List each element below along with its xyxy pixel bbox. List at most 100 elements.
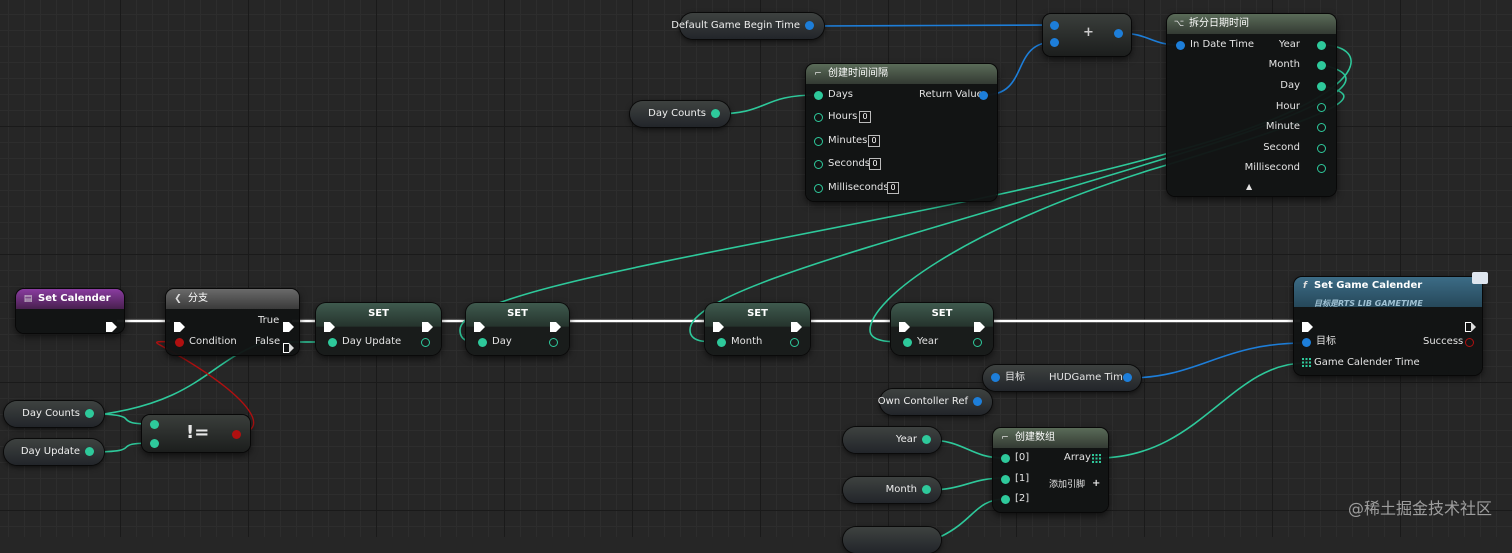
array-in-2-pin[interactable] [1001,495,1010,504]
hud-output-label: HUDGame Time [1049,372,1129,383]
make-timespan-node[interactable]: ⌐ 创建时间间隔 Days Return Value Hours 0 Minut… [806,64,997,201]
set-game-calender-node[interactable]: f Set Game Calender 目标是RTS LIB GAMETIME … [1294,277,1482,375]
month-in-pin[interactable] [717,338,726,347]
minutes-label: Minutes [828,135,868,146]
add-pin-label[interactable]: 添加引脚 [1049,480,1086,490]
in-date-time-pin[interactable] [1176,41,1185,50]
year-out-label: Year [1278,39,1300,50]
default-game-begin-time-pin[interactable] [805,21,814,30]
day-in-pin[interactable] [478,338,487,347]
array-in-0-pin[interactable] [1001,454,1010,463]
make-array-header: ⌐ 创建数组 [993,428,1108,448]
function-f-icon: f [1303,281,1307,291]
year-out-pin[interactable] [973,338,982,347]
month-label: Month [731,336,763,347]
day-update-output-pin[interactable] [85,447,94,456]
seconds-pin[interactable] [814,160,823,169]
sgc-success-label: Success [1423,336,1464,347]
year-out-pin[interactable] [1317,41,1326,50]
branch-title: 分支 [188,293,208,304]
set-title: SET [747,308,768,319]
set-calender-event-node[interactable]: ▤ Set Calender [16,289,124,333]
year-var-pin[interactable] [922,435,931,444]
function-icon: ⌥ [1173,19,1185,29]
day-out-pin[interactable] [549,338,558,347]
year-label: Year [917,336,939,347]
seconds-default[interactable]: 0 [869,158,881,170]
default-game-begin-time-node[interactable]: Default Game Begin Time [671,13,824,39]
milliseconds-default[interactable]: 0 [887,182,899,194]
month-out-pin[interactable] [790,338,799,347]
sgc-target-label: 目标 [1316,336,1336,347]
minutes-pin[interactable] [814,137,823,146]
set-day-update-node[interactable]: SET Day Update [316,303,441,355]
in-date-time-label: In Date Time [1190,39,1255,50]
own-controller-ref-getter[interactable]: Own Contoller Ref [878,389,992,415]
minutes-default[interactable]: 0 [868,135,880,147]
bool-wires [156,340,255,434]
millisecond-out-pin[interactable] [1317,164,1326,173]
function-icon: ⌐ [814,69,822,79]
day-counts-output-pin[interactable] [85,409,94,418]
set-month-node[interactable]: SET Month [705,303,810,355]
not-equal-a-pin[interactable] [150,420,159,429]
month-out-label: Month [1268,59,1300,70]
condition-pin[interactable] [175,338,184,347]
hud-output-pin[interactable] [1123,373,1132,382]
set-game-calender-title: Set Game Calender [1314,280,1423,291]
hours-pin[interactable] [814,113,823,122]
collapse-arrow-icon[interactable]: ▲ [1246,182,1253,191]
break-datetime-node[interactable]: ⌥ 拆分日期时间 In Date Time Year Month Day Hou… [1167,14,1336,196]
set-title: SET [931,308,953,319]
hud-game-time-getter[interactable]: 目标 HUDGame Time [983,365,1141,391]
day-counts-output-pin[interactable] [711,109,720,118]
array-icon[interactable] [1302,358,1311,367]
add-input-a-pin[interactable] [1050,21,1059,30]
add-pin-plus-icon[interactable]: + [1092,478,1101,489]
not-equal-node[interactable]: != [142,415,250,452]
hour-out-pin[interactable] [1317,103,1326,112]
day-update-out-pin[interactable] [421,338,430,347]
year-getter[interactable]: Year [843,427,941,453]
add-input-b-pin[interactable] [1050,38,1059,47]
add-node[interactable]: + [1043,14,1131,56]
second-out-pin[interactable] [1317,144,1326,153]
month-var-pin[interactable] [922,485,931,494]
month-getter[interactable]: Month [843,477,941,503]
day-getter-partial[interactable] [843,527,941,553]
days-pin[interactable] [814,91,823,100]
array-out-icon[interactable] [1092,454,1101,463]
sgc-target-pin[interactable] [1302,338,1311,347]
own-controller-ref-pin[interactable] [973,397,982,406]
day-update-in-pin[interactable] [328,338,337,347]
hours-default[interactable]: 0 [859,111,871,123]
milliseconds-label: Milliseconds [828,182,889,193]
not-equal-b-pin[interactable] [150,439,159,448]
day-update-getter[interactable]: Day Update [4,439,104,465]
sgc-input-label: Game Calender Time [1314,357,1420,368]
array-in-1-pin[interactable] [1001,475,1010,484]
array-in-0-label: [0] [1015,452,1030,463]
year-in-pin[interactable] [903,338,912,347]
hud-target-pin[interactable] [991,373,1000,382]
days-label: Days [828,89,853,100]
add-symbol: + [1083,25,1094,40]
make-array-node[interactable]: ⌐ 创建数组 [0] Array [1] 添加引脚 + [2] [993,428,1108,512]
month-out-pin[interactable] [1317,61,1326,70]
not-equal-symbol: != [186,422,210,443]
return-value-pin[interactable] [979,91,988,100]
day-counts-getter-left[interactable]: Day Counts [4,401,104,427]
minute-out-pin[interactable] [1317,123,1326,132]
sgc-success-pin[interactable] [1465,338,1474,347]
day-out-pin[interactable] [1317,82,1326,91]
return-value-label: Return Value [919,89,983,100]
set-day-node[interactable]: SET Day [466,303,569,355]
set-calender-header: ▤ Set Calender [16,289,124,309]
milliseconds-pin[interactable] [814,184,823,193]
branch-node[interactable]: ❮ 分支 True Condition False [166,289,299,355]
not-equal-out-pin[interactable] [232,430,241,439]
function-icon: ⌐ [1001,433,1009,443]
day-counts-getter-top[interactable]: Day Counts [630,101,730,127]
set-year-node[interactable]: SET Year [891,303,993,355]
add-output-pin[interactable] [1114,29,1123,38]
